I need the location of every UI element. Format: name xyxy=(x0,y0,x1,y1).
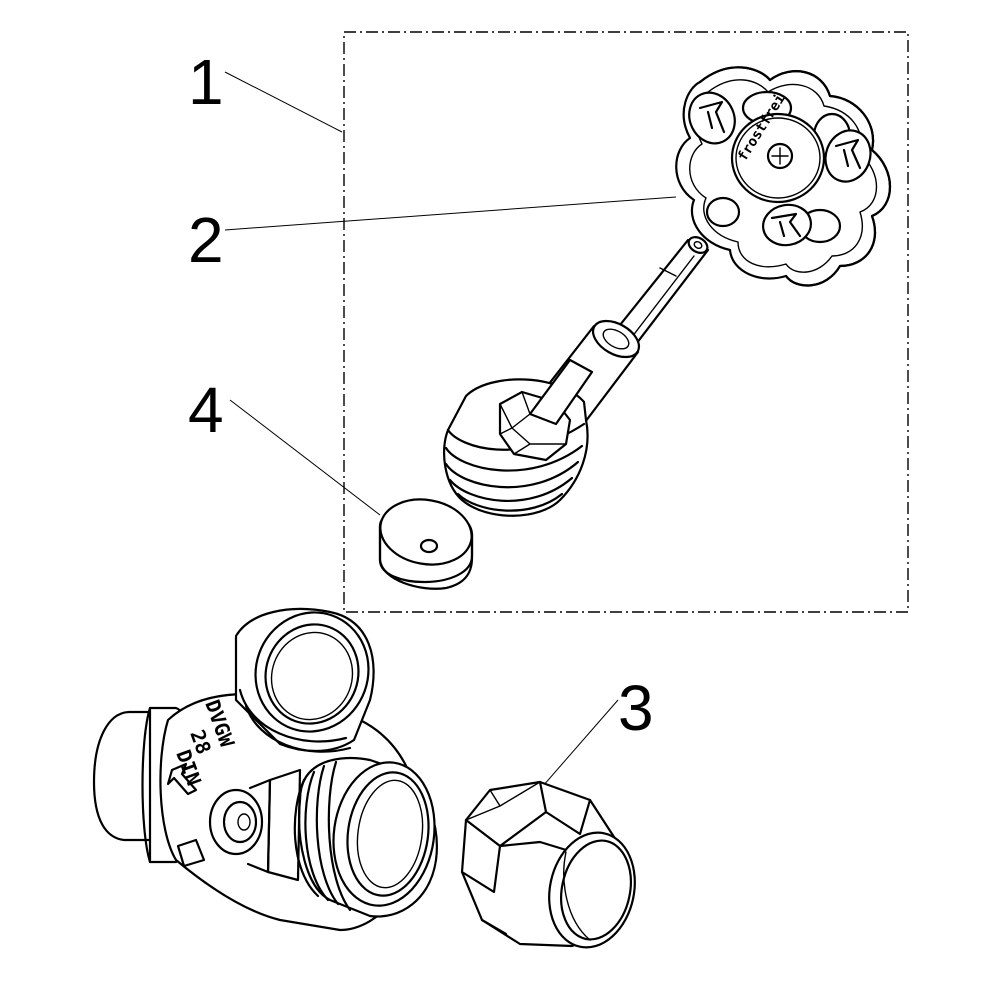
drain-plug xyxy=(208,788,264,856)
washer xyxy=(378,498,474,590)
logo-badge-icon xyxy=(824,129,872,183)
leader-line-4 xyxy=(229,399,381,516)
leader-line-1 xyxy=(224,71,343,133)
leader-line-2 xyxy=(224,196,677,231)
callout-1: 1 xyxy=(188,46,224,118)
callout-3: 3 xyxy=(618,672,654,744)
valve-spindle xyxy=(442,236,710,517)
flow-arrow-icon xyxy=(166,762,198,796)
valve-body: DVGW 28 DIN xyxy=(92,607,438,932)
callout-4: 4 xyxy=(188,374,224,446)
assembly-boundary xyxy=(343,31,909,613)
handwheel: frostfrei xyxy=(675,66,892,287)
callout-2: 2 xyxy=(188,204,224,276)
screw-icon xyxy=(771,147,789,165)
union-nut xyxy=(460,780,636,949)
logo-badge-icon xyxy=(688,91,736,145)
logo-badge-icon xyxy=(762,203,812,247)
